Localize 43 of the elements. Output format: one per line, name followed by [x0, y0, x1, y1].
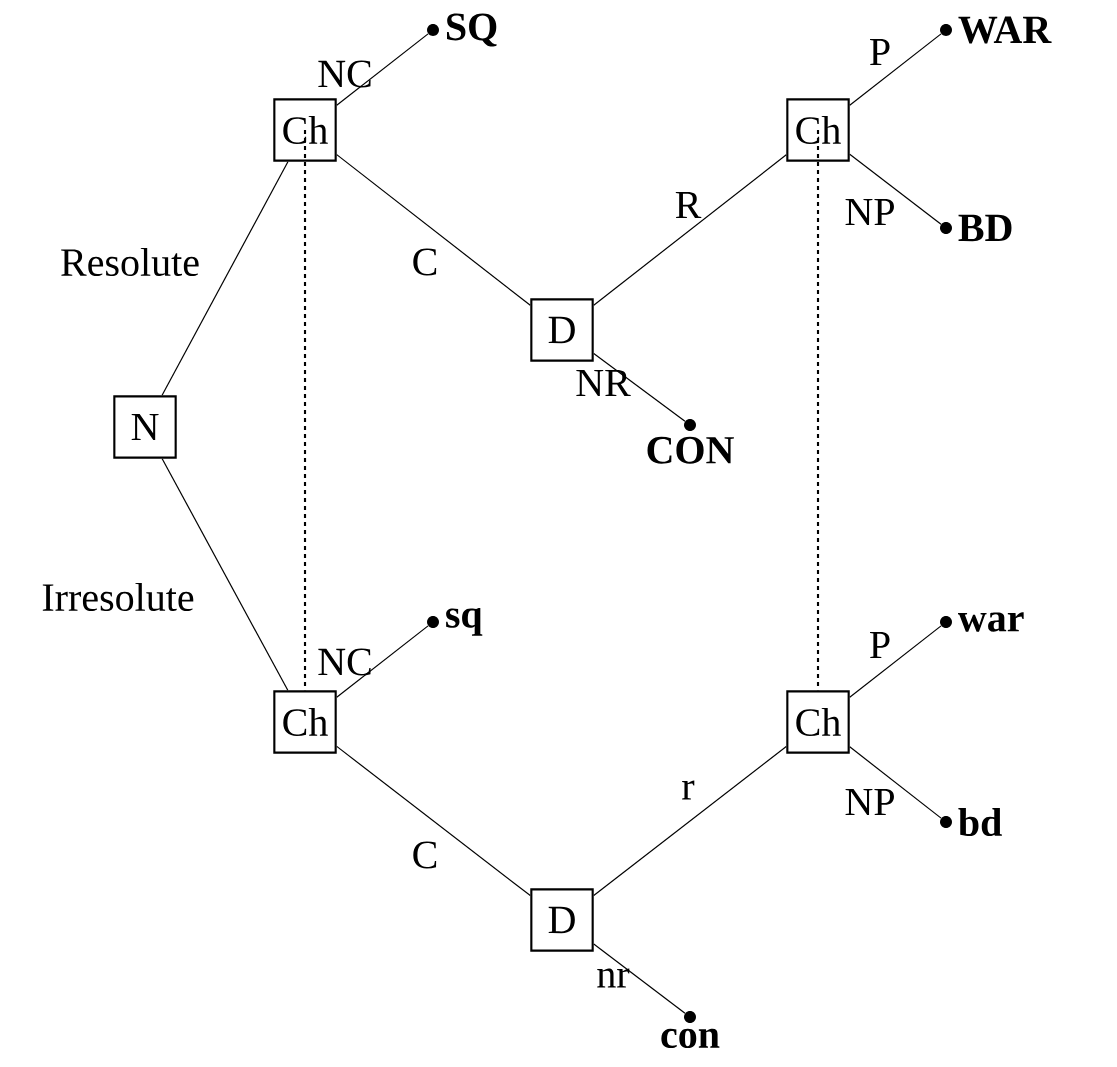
branch-line [336, 625, 429, 698]
edge-label: C [413, 248, 437, 276]
outcome-label: CON [647, 436, 734, 464]
edge-label: NP [845, 788, 894, 816]
branch-line [849, 625, 942, 698]
choice-box: Ch [273, 690, 337, 754]
edge-label: C [413, 841, 437, 869]
edge-label: R [675, 191, 702, 219]
branch-line [593, 154, 787, 306]
edge-label: NC [318, 648, 371, 676]
edge-label: NC [318, 60, 371, 88]
branch-line [161, 458, 289, 691]
branch-line [593, 745, 787, 897]
outcome-label: SQ [447, 13, 497, 47]
choice-box: N [113, 395, 177, 459]
outcome-label: war [958, 612, 1024, 632]
branch-line [336, 33, 429, 106]
branch-line [593, 943, 686, 1014]
choice-box: D [530, 888, 594, 952]
choice-box: D [530, 298, 594, 362]
edge-label: Resolute [61, 247, 199, 277]
edge-label: NR [576, 369, 631, 397]
outcome-label: sq [446, 608, 483, 636]
branch-line [849, 33, 942, 106]
branch-line [336, 154, 531, 306]
choice-box: Ch [786, 690, 850, 754]
outcome-label: WAR [958, 16, 1052, 44]
edge-label: P [870, 631, 890, 659]
branch-line [849, 746, 942, 819]
edge-label: r [682, 780, 695, 800]
branch-line [849, 153, 942, 225]
edge-label: NP [845, 198, 894, 226]
branch-line [161, 161, 289, 396]
outcome-label: bd [958, 807, 1002, 837]
edge-label: Irresolute [42, 582, 194, 612]
edge-label: P [870, 38, 890, 66]
branch-line [336, 745, 531, 897]
choice-box: Ch [786, 98, 850, 162]
branch-line [593, 352, 686, 422]
edge-label: nr [597, 968, 630, 988]
choice-box: Ch [273, 98, 337, 162]
outcome-label: con [661, 1028, 720, 1049]
outcome-label: BD [958, 214, 1012, 242]
